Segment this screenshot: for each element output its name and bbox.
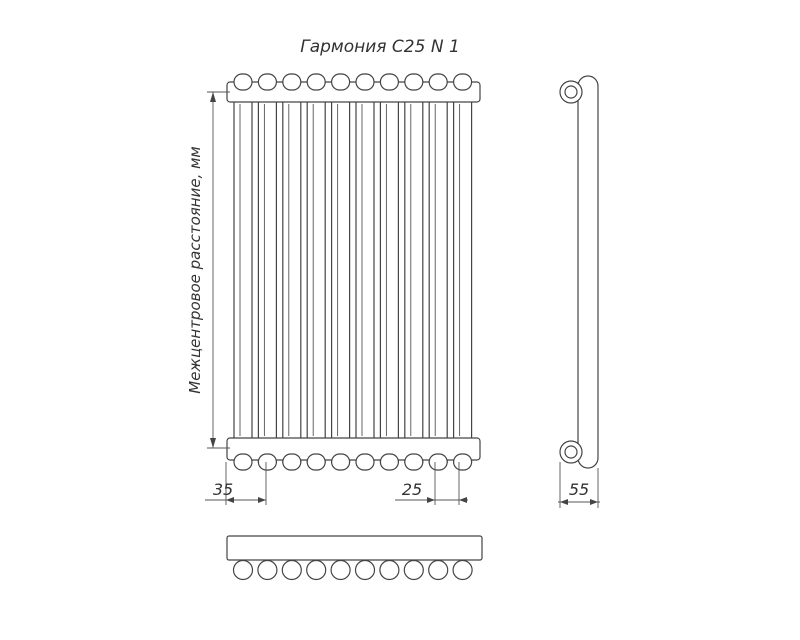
section-end-cap: [428, 453, 448, 471]
depth-value: 55: [569, 480, 589, 499]
front-view: [226, 73, 481, 471]
section-end-cap: [331, 73, 351, 91]
top-view-section: [428, 559, 449, 581]
tube-spacing-dimension: [395, 462, 468, 505]
top-view-section: [379, 559, 400, 581]
drawing-title: Гармония С25 N 1: [300, 37, 460, 57]
section-end-cap: [404, 73, 424, 91]
top-view-section: [232, 559, 254, 581]
top-view-collector: [226, 535, 483, 561]
section-tube: [404, 73, 424, 471]
side-view: [558, 75, 600, 508]
section-end-cap: [233, 73, 253, 91]
section-end-cap: [257, 453, 277, 471]
top-view-section: [306, 559, 327, 581]
tube-spacing-value: 25: [402, 480, 422, 499]
section-end-cap: [355, 73, 375, 91]
section-tube: [282, 73, 302, 471]
top-view-section: [403, 559, 424, 581]
section-end-cap: [379, 453, 399, 471]
section-tube: [379, 73, 399, 471]
center-distance-dimension: [207, 91, 230, 449]
section-end-cap: [404, 453, 424, 471]
section-tube: [331, 73, 351, 471]
top-view: [226, 535, 483, 581]
top-view-sections: [232, 559, 473, 581]
top-view-section: [257, 559, 278, 581]
top-view-section: [354, 559, 376, 581]
top-view-section: [330, 559, 351, 581]
side-offset-dimension: [205, 462, 267, 505]
section-tube: [306, 73, 326, 471]
section-end-cap: [282, 453, 302, 471]
section-tube: [355, 73, 375, 471]
section-tube: [453, 73, 473, 471]
section-end-cap: [428, 73, 448, 91]
section-end-cap: [306, 73, 326, 91]
section-end-cap: [379, 73, 399, 91]
side-offset-value: 35: [213, 480, 233, 499]
section-end-cap: [355, 453, 375, 471]
section-end-cap: [453, 453, 473, 471]
top-view-section: [281, 559, 302, 581]
section-end-cap: [306, 453, 326, 471]
center-distance-label: Межцентровое расстояние, мм: [186, 146, 204, 393]
section-end-cap: [331, 453, 351, 471]
section-tube: [233, 73, 253, 471]
front-tubes: [233, 73, 473, 471]
section-end-cap: [257, 73, 277, 91]
section-tube: [257, 73, 277, 471]
section-end-cap: [453, 73, 473, 91]
front-caps: [233, 73, 473, 471]
section-tube: [428, 73, 448, 471]
section-end-cap: [233, 453, 253, 471]
section-end-cap: [282, 73, 302, 91]
top-view-section: [452, 559, 473, 581]
